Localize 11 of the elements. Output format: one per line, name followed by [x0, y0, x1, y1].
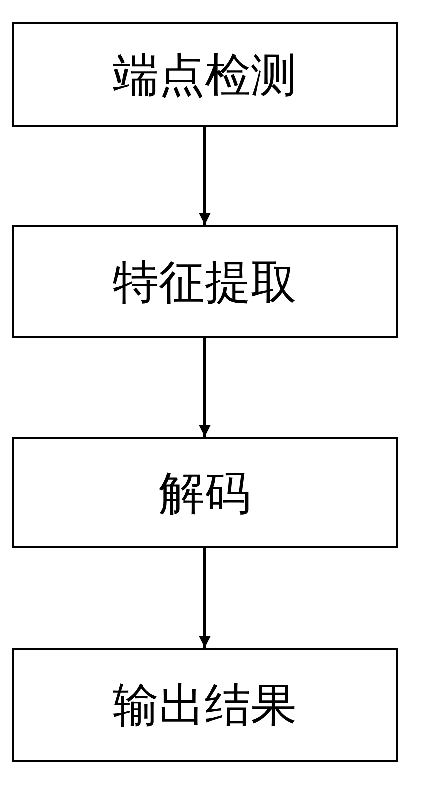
- box-label: 输出结果: [113, 682, 297, 728]
- process-box: [12, 22, 398, 127]
- box-label: 解码: [159, 470, 251, 516]
- process-box: [12, 225, 398, 338]
- process-box: [12, 648, 398, 762]
- arrow: [199, 548, 211, 648]
- arrow: [199, 338, 211, 437]
- box-label: 端点检测: [113, 52, 297, 98]
- process-box: [12, 437, 398, 548]
- box-label: 特征提取: [113, 258, 297, 304]
- arrow: [199, 127, 211, 225]
